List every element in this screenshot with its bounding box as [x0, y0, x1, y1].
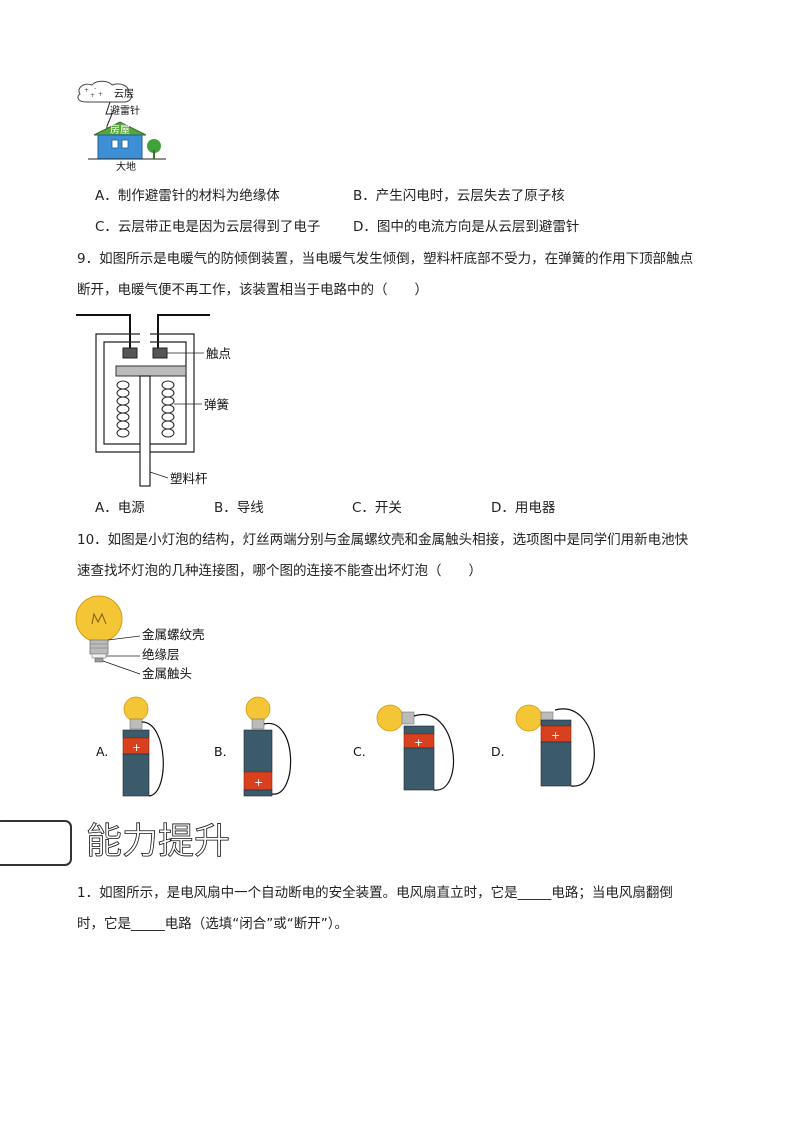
q9-stem-line2: 断开，电暖气便不再工作，该装置相当于电路中的（ ）: [77, 282, 428, 298]
label-contact: 触点: [206, 346, 232, 361]
label-ground: 大地: [116, 162, 136, 173]
q8-option-a: A．制作避雷针的材料为绝缘体: [95, 188, 280, 204]
q10-option-c-letter: C.: [353, 744, 366, 759]
q8-option-d: D．图中的电流方向是从云层到避雷针: [353, 219, 580, 235]
house-wall: [97, 134, 143, 160]
label-metal-contact: 金属触头: [142, 666, 193, 681]
battery-a-plus: +: [132, 741, 141, 754]
plastic-rod: [139, 375, 151, 487]
q9-option-c: C．开关: [352, 500, 402, 516]
label-metal-screw-shell: 金属螺纹壳: [142, 627, 205, 642]
contact-left: [122, 347, 138, 359]
q10-stem-line2: 速查找坏灯泡的几种连接图，哪个图的连接不能查出坏灯泡（ ）: [77, 563, 482, 579]
q9-option-b: B．导线: [214, 500, 264, 516]
section-heading-box: [0, 820, 72, 866]
q10-option-d-figure: +: [515, 704, 595, 787]
bulb-contact: [94, 657, 104, 663]
q9-option-d: D．用电器: [491, 500, 556, 516]
lightning-rod-figure: ++-+: [77, 80, 166, 160]
svg-text:-: -: [94, 85, 96, 92]
p1-stem-line2: 时，它是_____电路（选填“闭合”或“断开”）。: [77, 916, 348, 932]
contact-plate: [115, 365, 187, 377]
q9-option-a: A．电源: [95, 500, 145, 516]
q10-option-a-figure: +: [122, 696, 164, 797]
label-insulating-layer: 绝缘层: [142, 647, 180, 662]
spring-right: [161, 380, 175, 438]
q10-stem-line1: 10．如图是小灯泡的结构，灯丝两端分别与金属螺纹壳和金属触头相接，选项图中是同学…: [77, 532, 689, 548]
q10-option-c-figure: +: [376, 704, 455, 791]
device-housing: [95, 333, 195, 453]
battery-d-plus: +: [551, 729, 560, 742]
q10-option-a-letter: A.: [96, 744, 109, 759]
spring-left: [116, 380, 130, 438]
anti-tip-device-figure: [76, 314, 210, 487]
battery-c-plus: +: [414, 736, 423, 749]
contact-right: [152, 347, 168, 359]
svg-text:+: +: [84, 87, 89, 94]
q8-option-b: B．产生闪电时，云层失去了原子核: [353, 188, 565, 204]
svg-text:+: +: [90, 92, 95, 99]
label-plastic-rod: 塑料杆: [170, 471, 208, 486]
cloud-shape: [77, 80, 132, 103]
section-title: 能力提升: [86, 821, 231, 863]
p1-stem-line1: 1．如图所示，是电风扇中一个自动断电的安全装置。电风扇直立时，它是_____电路…: [77, 885, 673, 901]
q10-option-b-letter: B.: [214, 744, 227, 759]
lightning-bolt: [105, 101, 113, 127]
bulb-screw-shell: [89, 639, 109, 655]
q8-option-c: C．云层带正电是因为云层得到了电子: [95, 219, 321, 235]
bulb-structure-figure: [75, 595, 141, 675]
svg-text:+: +: [98, 91, 103, 98]
label-cloud: 云层: [114, 89, 134, 100]
q10-option-b-figure: +: [243, 696, 292, 797]
label-house: 房屋: [110, 125, 130, 136]
label-lightning-rod: 避雷针: [110, 106, 140, 117]
q10-option-d-letter: D.: [491, 744, 505, 759]
bulb-insulator: [91, 653, 107, 659]
battery-b-plus: +: [254, 776, 263, 789]
label-spring: 弹簧: [204, 397, 230, 412]
q9-stem-line1: 9．如图所示是电暖气的防倾倒装置，当电暖气发生倾倒，塑料杆底部不受力，在弹簧的作…: [77, 251, 694, 267]
